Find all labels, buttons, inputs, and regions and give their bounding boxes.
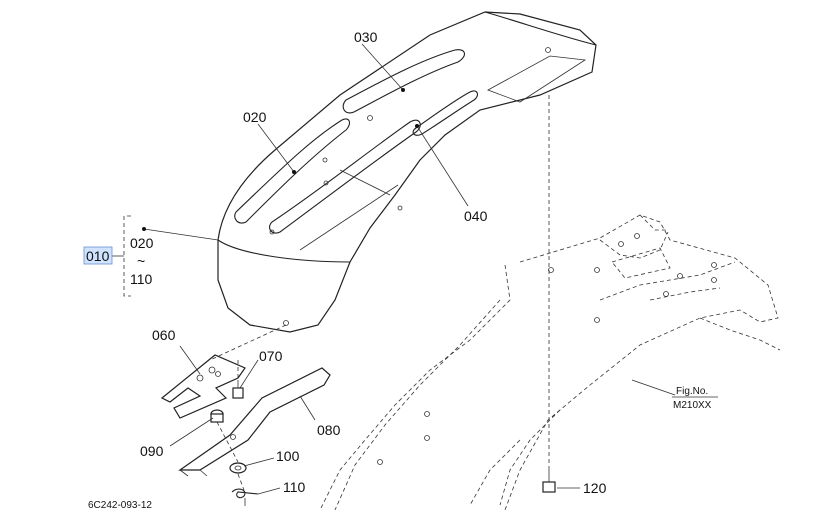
callout-090[interactable]: 090 — [140, 443, 164, 459]
callout-040[interactable]: 040 — [464, 208, 488, 224]
bolt-070 — [232, 380, 244, 399]
collar-090 — [210, 409, 224, 423]
callout-030[interactable]: 030 — [354, 29, 378, 45]
callout-120[interactable]: 120 — [583, 480, 607, 496]
drawing-code: 6C242-093-12 — [88, 500, 152, 511]
washer-100 — [229, 462, 247, 474]
group-bracket — [112, 215, 131, 297]
callout-080[interactable]: 080 — [317, 422, 341, 438]
fig-no-ref[interactable]: M210XX — [673, 400, 712, 411]
stay-080 — [178, 367, 331, 477]
pin-110 — [231, 488, 259, 506]
callout-100[interactable]: 100 — [276, 448, 300, 464]
fender-assembly — [217, 11, 597, 333]
callout-010-highlight — [83, 246, 113, 265]
bolt-120 — [542, 470, 556, 493]
range-from-label: 020 — [130, 235, 154, 251]
callout-110[interactable]: 110 — [283, 479, 306, 495]
leader-lines — [142, 43, 676, 495]
bracket-060 — [160, 354, 246, 419]
callout-020[interactable]: 020 — [243, 109, 267, 125]
range-separator: ~ — [137, 253, 145, 269]
callout-060[interactable]: 060 — [152, 327, 176, 343]
callout-010[interactable]: 010 — [86, 248, 110, 264]
frame-drawing — [319, 214, 781, 511]
callout-070[interactable]: 070 — [259, 348, 283, 364]
fig-no-label: Fig.No. — [676, 386, 708, 397]
range-to-label: 110 — [130, 271, 153, 287]
